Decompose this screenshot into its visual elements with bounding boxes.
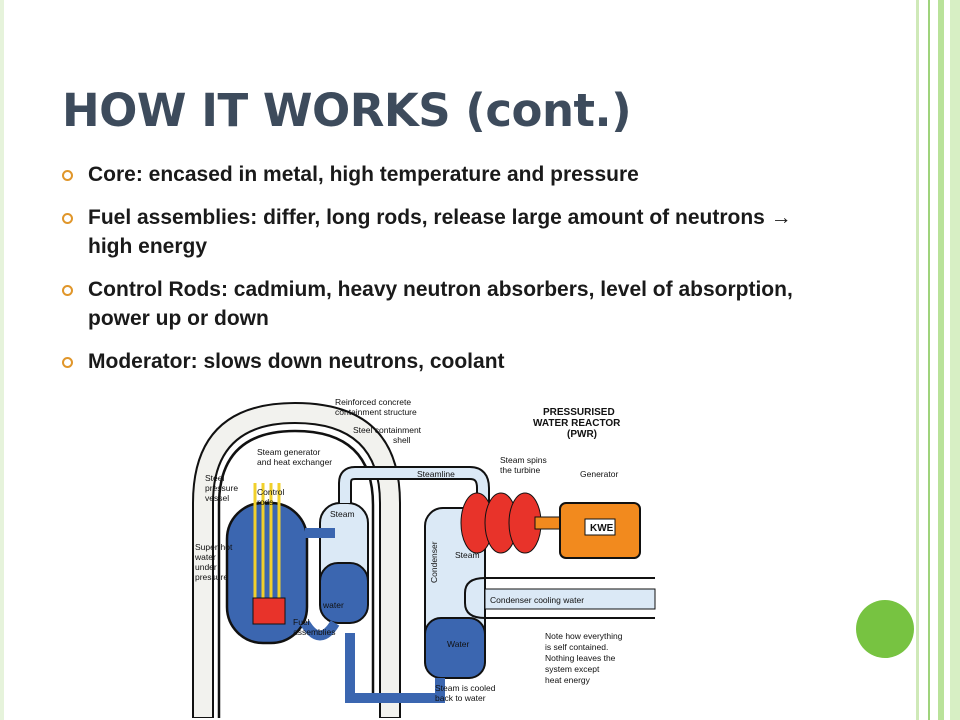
primary-loop: [300, 528, 340, 641]
reactor-vessel: [225, 501, 309, 645]
cooling-pipe: [464, 577, 655, 619]
bullet-text: Moderator: slows down neutrons, coolant: [88, 350, 505, 373]
bullet-item: Moderator: slows down neutrons, coolant: [62, 347, 822, 376]
label-superhot-1: Super-hot: [195, 542, 233, 552]
pwr-diagram: KWE Reinforced concrete containment stru…: [192, 397, 656, 718]
label-steam-gen-2: and heat exchanger: [257, 457, 332, 467]
frame-stripe: [938, 0, 944, 720]
bullet-icon: [62, 285, 73, 296]
label-containment: containment structure: [335, 407, 417, 417]
label-note-3: Nothing leaves the: [545, 653, 616, 663]
bullet-text: Core: encased in metal, high temperature…: [88, 163, 639, 186]
bullet-list: Core: encased in metal, high temperature…: [62, 160, 822, 390]
label-control-2: rods: [257, 497, 274, 507]
label-spins-1: Steam spins: [500, 455, 547, 465]
label-water-b: Water: [447, 639, 470, 649]
label-note-5: heat energy: [545, 675, 591, 685]
fuel-assemblies: [252, 597, 286, 625]
label-pwr-3: (PWR): [567, 429, 597, 440]
frame-stripe: [0, 0, 4, 720]
label-vessel-2: pressure: [205, 483, 238, 493]
label-water-a: water: [322, 600, 344, 610]
label-steam-b: Steam: [455, 550, 480, 560]
label-fuel-1: Fuel: [293, 617, 310, 627]
label-generator: Generator: [580, 469, 618, 479]
label-note-2: is self contained.: [545, 642, 608, 652]
return-pipe: [345, 633, 445, 703]
label-pwr-2: WATER REACTOR: [533, 418, 621, 429]
label-condenser: Condenser: [429, 541, 439, 583]
label-spins-2: the turbine: [500, 465, 540, 475]
label-superhot-3: under: [195, 562, 217, 572]
label-superhot-4: pressure: [195, 572, 228, 582]
bullet-item: Fuel assemblies: differ, long rods, rele…: [62, 203, 822, 261]
label-steam-gen-1: Steam generator: [257, 447, 320, 457]
bullet-icon: [62, 213, 73, 224]
frame-stripe: [916, 0, 919, 720]
label-steel-shell-2: shell: [393, 435, 411, 445]
label-fuel-2: assemblies: [293, 627, 336, 637]
label-pwr-1: PRESSURISED: [543, 407, 615, 418]
label-steel-shell-1: Steel containment: [353, 425, 422, 435]
label-cooled-2: back to water: [435, 693, 486, 703]
label-steam-a: Steam: [330, 509, 355, 519]
bullet-item: Control Rods: cadmium, heavy neutron abs…: [62, 275, 822, 333]
frame-stripe: [928, 0, 930, 720]
label-reinforced: Reinforced concrete: [335, 397, 411, 407]
label-superhot-2: water: [194, 552, 216, 562]
label-note-4: system except: [545, 664, 600, 674]
label-steamline: Steamline: [417, 469, 455, 479]
bullet-text: Control Rods: cadmium, heavy neutron abs…: [88, 278, 793, 330]
label-vessel-3: vessel: [205, 493, 229, 503]
decorative-circle: [856, 600, 914, 658]
turbine: [460, 492, 566, 554]
bullet-icon: [62, 170, 73, 181]
label-cooled-1: Steam is cooled: [435, 683, 496, 693]
bullet-icon: [62, 357, 73, 368]
label-cooling: Condenser cooling water: [490, 595, 584, 605]
control-rods: [253, 483, 281, 608]
label-control-1: Control: [257, 487, 285, 497]
concrete-containment: [192, 401, 401, 718]
frame-stripe: [950, 0, 960, 720]
kwe-label: KWE: [590, 523, 614, 534]
slide-title: HOW IT WORKS (cont.): [62, 84, 632, 137]
bullet-text: Fuel assemblies: differ, long rods, rele…: [88, 206, 792, 258]
bullet-item: Core: encased in metal, high temperature…: [62, 160, 822, 189]
label-note-1: Note how everything: [545, 631, 623, 641]
label-vessel-1: Steel: [205, 473, 224, 483]
